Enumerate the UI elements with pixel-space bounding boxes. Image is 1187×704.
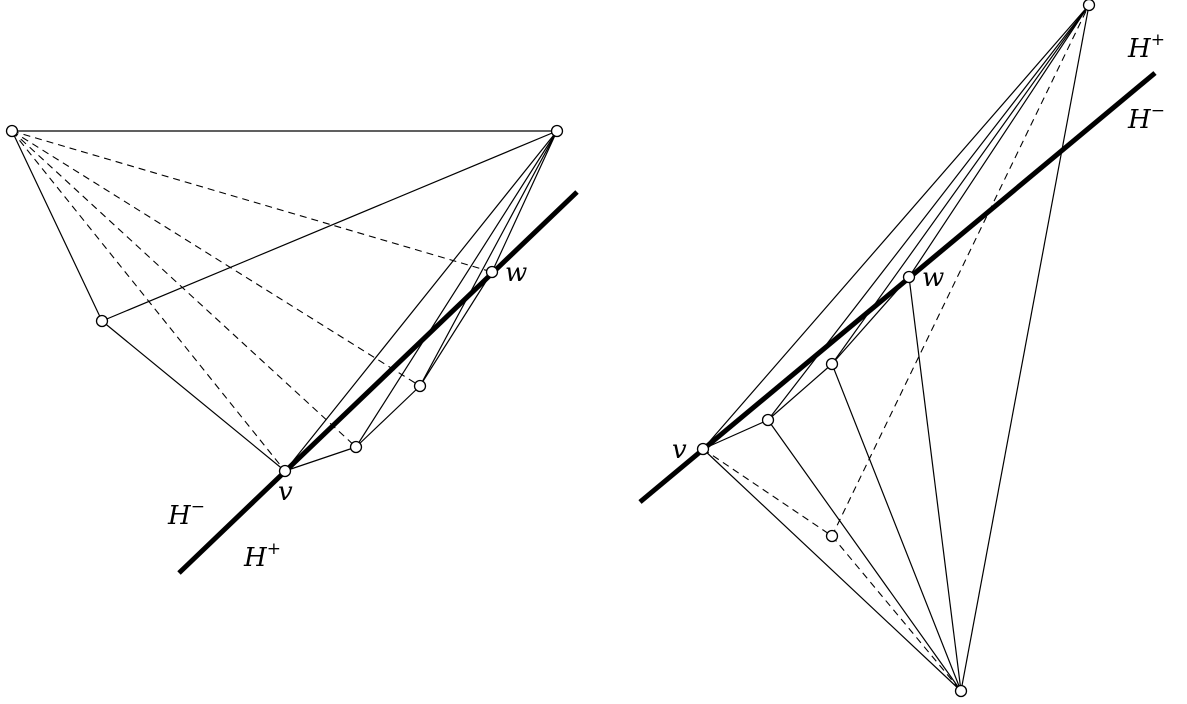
right-edge xyxy=(767,363,833,421)
left-hidden-edge xyxy=(11,130,493,273)
right-hidden-edge xyxy=(831,535,962,692)
left-vertex xyxy=(413,379,427,393)
right-edge xyxy=(702,419,769,450)
left-label-w: w xyxy=(505,258,527,288)
right-hidden-edge xyxy=(702,448,833,537)
right-vertex-hidden xyxy=(825,529,839,543)
right-edge xyxy=(702,448,962,692)
left-edge xyxy=(284,130,558,472)
left-vertex xyxy=(550,124,564,138)
left-edge xyxy=(101,320,286,472)
left-label-h-plus: H+ xyxy=(243,539,281,573)
left-edge xyxy=(101,130,558,322)
right-hidden-edge xyxy=(831,4,1090,537)
left-vertex xyxy=(5,124,19,138)
right-label-v: v xyxy=(672,435,687,465)
left-edge xyxy=(355,385,421,448)
right-label-w: w xyxy=(922,263,944,293)
left-hidden-edge xyxy=(11,130,357,448)
h-plus-sup: + xyxy=(1151,30,1165,50)
left-edge xyxy=(419,130,558,387)
h-letter: H xyxy=(243,543,268,573)
left-vertex xyxy=(349,440,363,454)
right-vertex xyxy=(825,357,839,371)
left-edge xyxy=(419,271,493,387)
left-vertex-w xyxy=(485,265,499,279)
right-vertex-w xyxy=(902,270,916,284)
left-edge xyxy=(11,130,103,322)
left-hidden-edge xyxy=(11,130,421,387)
right-vertex-top xyxy=(1082,0,1096,12)
right-label-h-plus: H+ xyxy=(1127,30,1165,64)
right-edge xyxy=(960,4,1090,692)
right-vertex-v xyxy=(696,442,710,456)
right-vertex xyxy=(761,413,775,427)
right-edge xyxy=(908,276,962,692)
left-vertex-v xyxy=(278,464,292,478)
left-label-h-minus: H− xyxy=(167,497,205,531)
h-letter: H xyxy=(1127,34,1152,64)
left-figure: v w H− H+ xyxy=(5,124,579,575)
right-hyperplane-line xyxy=(638,71,1157,504)
h-plus-sup: + xyxy=(267,539,281,559)
right-vertex-bottom xyxy=(954,684,968,698)
left-label-v: v xyxy=(278,477,293,507)
left-edge xyxy=(284,446,357,472)
left-vertex xyxy=(95,314,109,328)
h-minus-sup: − xyxy=(191,497,205,517)
h-letter: H xyxy=(167,501,192,531)
right-figure: v w H+ H− xyxy=(638,0,1165,698)
right-edge xyxy=(767,419,962,692)
left-edge xyxy=(491,130,558,273)
h-minus-sup: − xyxy=(1151,101,1165,121)
right-edge xyxy=(831,363,962,692)
left-hyperplane-line xyxy=(177,190,579,575)
right-edge xyxy=(702,4,1090,450)
left-edge xyxy=(355,130,558,448)
right-label-h-minus: H− xyxy=(1127,101,1165,135)
left-hidden-edge xyxy=(11,130,286,472)
h-letter: H xyxy=(1127,105,1152,135)
right-edge xyxy=(908,4,1090,278)
